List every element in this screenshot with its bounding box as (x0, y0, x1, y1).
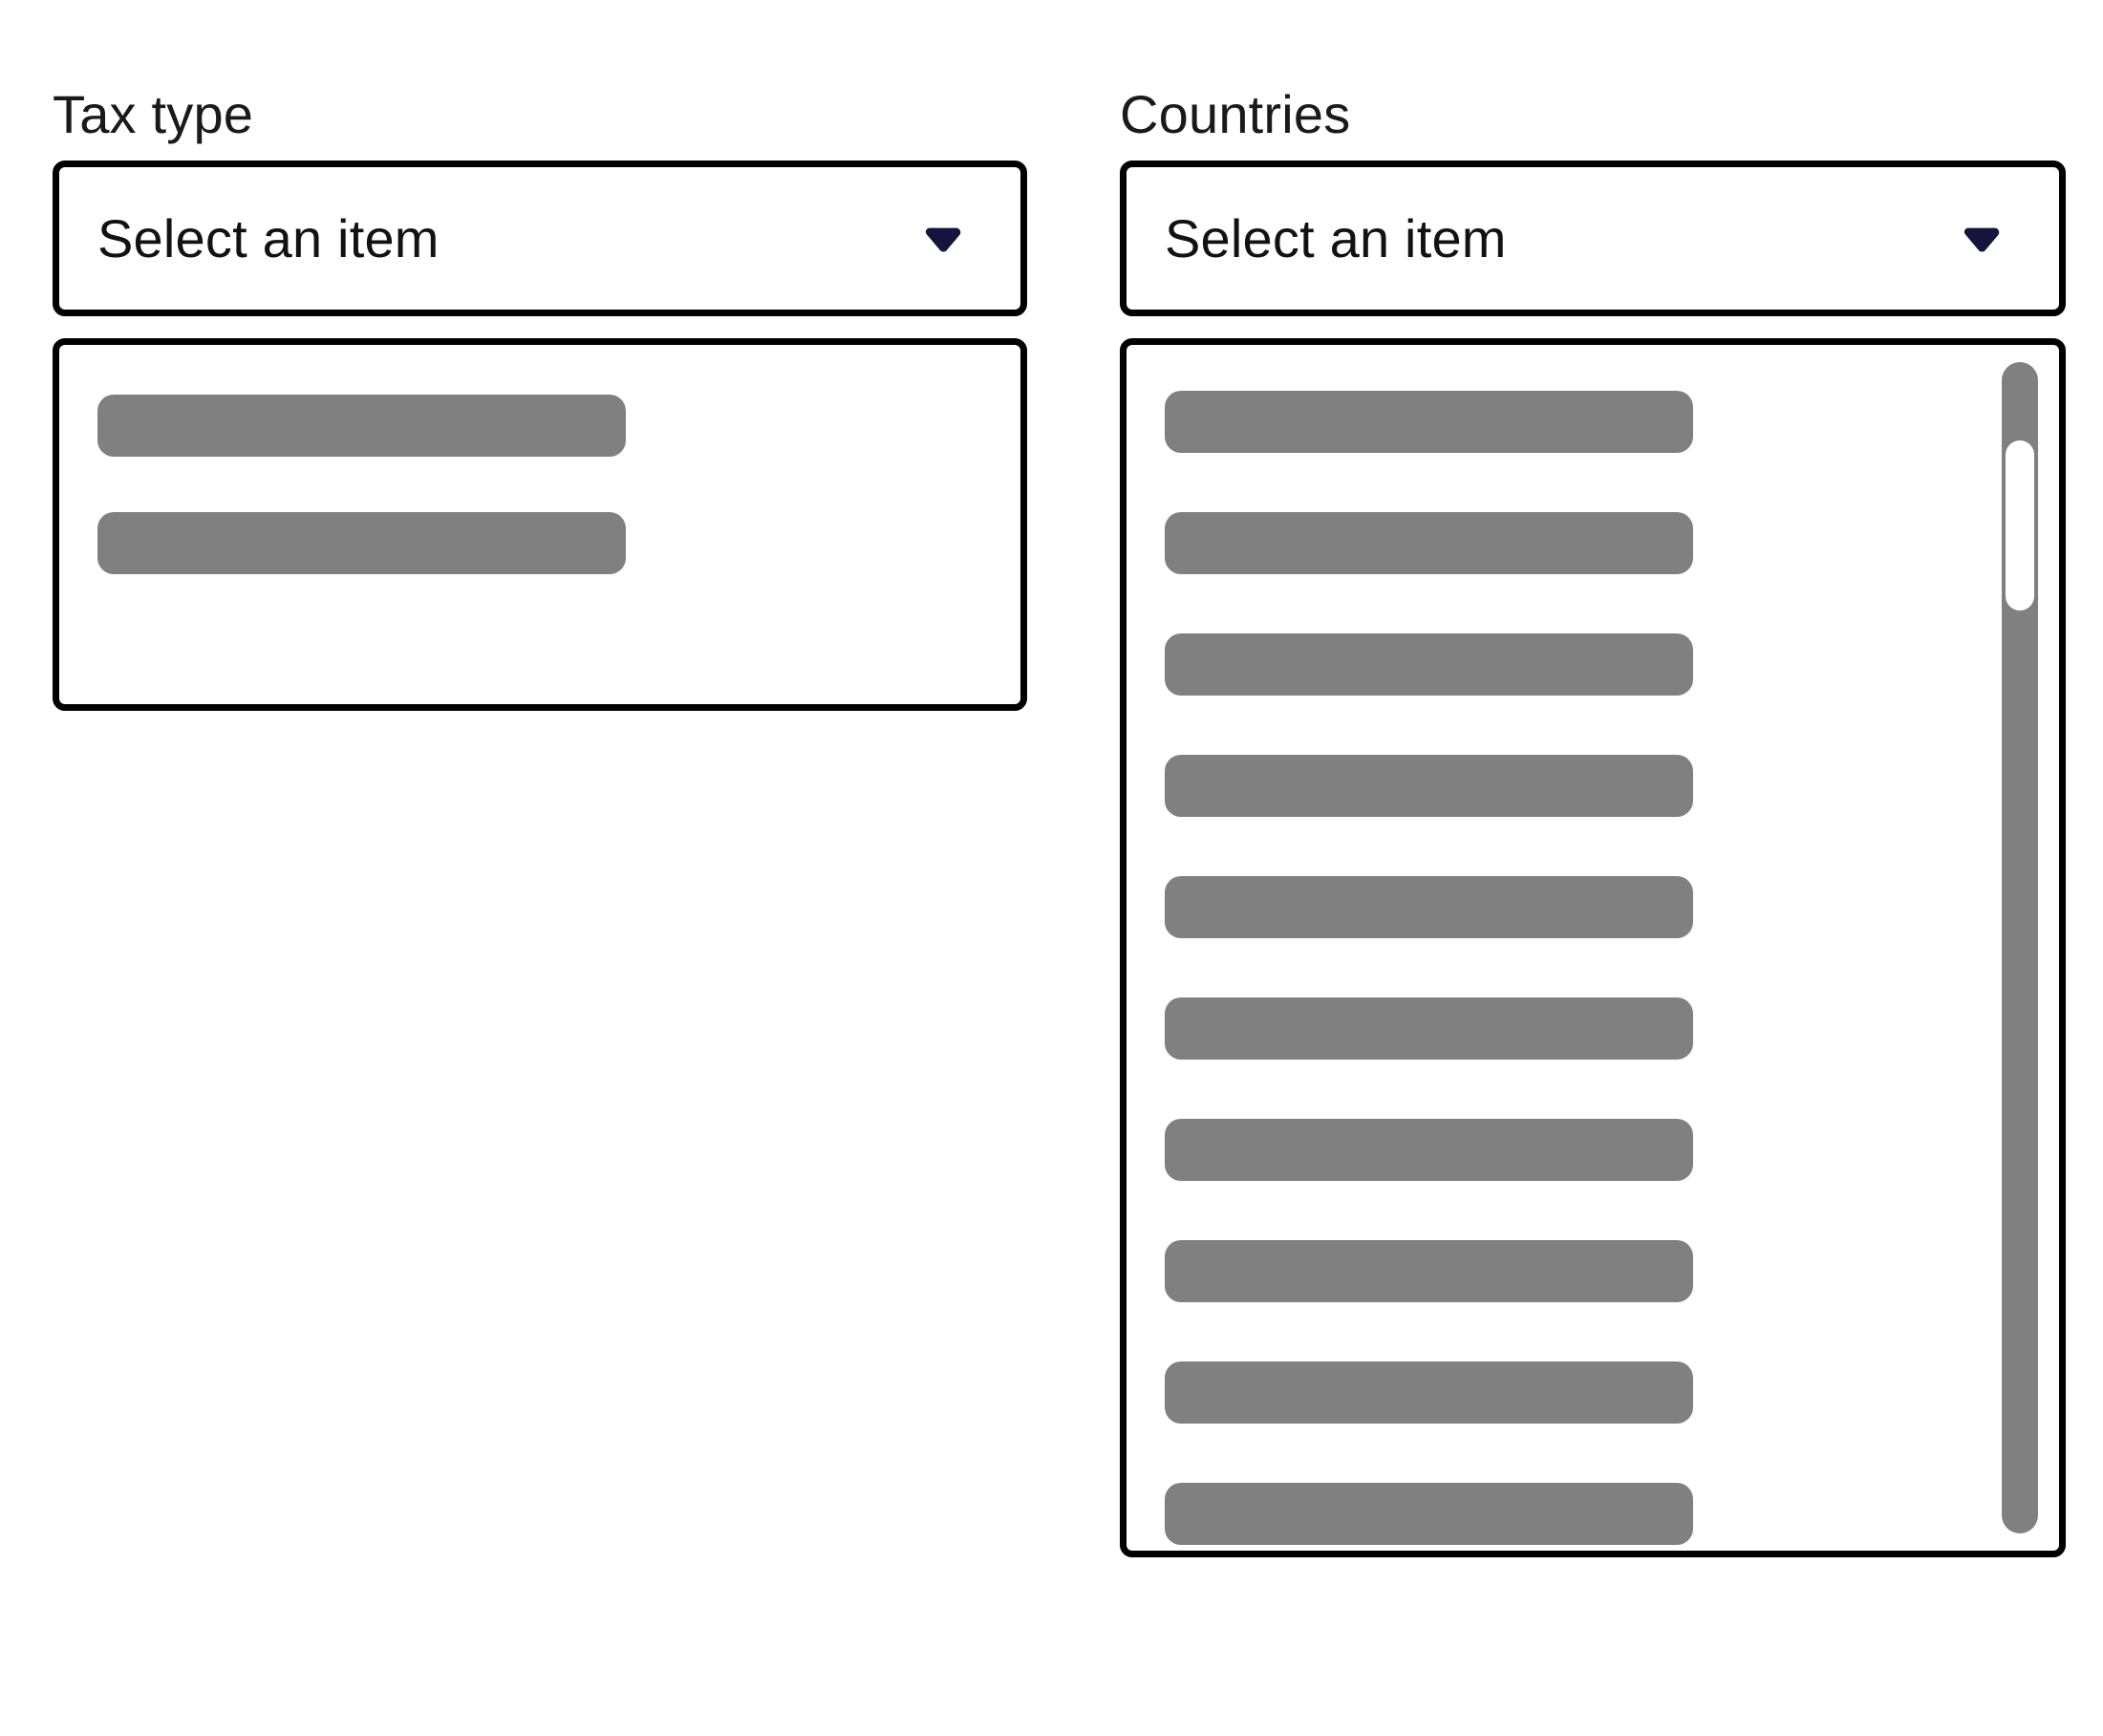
list-item[interactable] (1165, 391, 1693, 454)
countries-option-list (1165, 345, 2059, 1551)
list-item[interactable] (1165, 633, 1693, 697)
list-item[interactable] (1165, 755, 1693, 818)
chevron-down-icon[interactable] (1954, 211, 2009, 267)
countries-scrollbar-thumb[interactable] (2006, 440, 2034, 611)
list-item[interactable] (1165, 876, 1693, 939)
countries-selected-value: Select an item (1165, 207, 1507, 268)
countries-field-group: Countries Select an item (1120, 84, 2066, 1558)
tax-type-label: Tax type (53, 84, 254, 144)
countries-listbox[interactable] (1120, 338, 2066, 1558)
list-item[interactable] (1165, 1361, 1693, 1425)
list-item[interactable] (1165, 1483, 1693, 1546)
list-item[interactable] (1165, 1119, 1693, 1182)
countries-scrollbar-track[interactable] (2002, 362, 2038, 1534)
list-item[interactable] (1165, 1240, 1693, 1303)
tax-type-option-list (97, 345, 1020, 704)
chevron-down-icon[interactable] (915, 211, 971, 267)
list-item[interactable] (1165, 997, 1693, 1061)
list-item[interactable] (97, 512, 626, 575)
tax-type-listbox[interactable] (53, 338, 1027, 712)
countries-combobox[interactable]: Select an item (1120, 161, 2066, 317)
list-item[interactable] (97, 395, 626, 458)
countries-label: Countries (1120, 84, 1351, 144)
tax-type-field-group: Tax type Select an item (53, 84, 1027, 712)
tax-type-selected-value: Select an item (97, 207, 440, 268)
list-item[interactable] (1165, 512, 1693, 575)
tax-type-combobox[interactable]: Select an item (53, 161, 1027, 317)
